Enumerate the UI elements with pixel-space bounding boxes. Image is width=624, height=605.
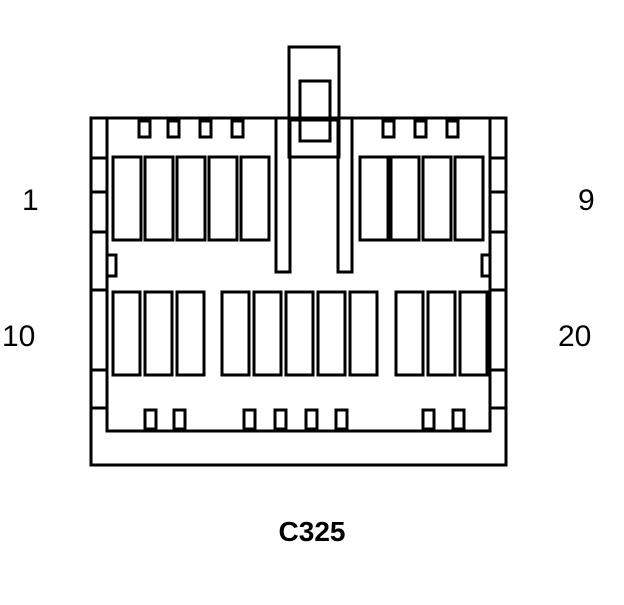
- pin-label-first-bottom: 10: [2, 320, 36, 353]
- latch: [242, 408, 257, 431]
- pin-label-last-top: 9: [578, 184, 595, 217]
- latch: [230, 119, 245, 139]
- pin-cavity: [252, 290, 283, 377]
- latch: [172, 408, 187, 431]
- pin-cavity: [358, 155, 390, 242]
- pin-cavity: [348, 290, 379, 377]
- pin-cavity: [421, 155, 453, 242]
- pin-cavity: [143, 290, 174, 377]
- latch: [143, 408, 158, 431]
- pin-label-first-top: 1: [22, 184, 39, 217]
- latch: [445, 119, 460, 139]
- locking-tab-window: [298, 79, 332, 143]
- housing-wall-ticks: [91, 156, 506, 410]
- pin-cavity: [426, 290, 457, 377]
- latch: [273, 408, 288, 431]
- pin-cavity: [111, 290, 142, 377]
- connector-inner-cavity: [105, 116, 492, 433]
- latch: [304, 408, 319, 431]
- guide-rail-left: [274, 116, 292, 274]
- bottom-latches: [143, 408, 466, 431]
- pin-cavity: [175, 155, 207, 242]
- latch: [413, 119, 428, 139]
- latch: [451, 408, 466, 431]
- pin-cavity: [316, 290, 347, 377]
- pin-cavity: [284, 290, 315, 377]
- connector-id-label: C325: [278, 516, 346, 547]
- bottom-pin-row: [111, 290, 489, 377]
- pin-cavity: [458, 290, 489, 377]
- pin-cavity: [239, 155, 271, 242]
- pin-cavity: [394, 290, 425, 377]
- latch: [166, 119, 181, 139]
- pin-cavity: [220, 290, 251, 377]
- pin-label-last-bottom: 20: [558, 320, 592, 353]
- latch: [198, 119, 213, 139]
- side-notch-right: [480, 253, 492, 278]
- latch: [421, 408, 436, 431]
- guide-rail-right: [336, 116, 354, 274]
- latch: [381, 119, 396, 139]
- side-notch-left: [105, 253, 118, 278]
- top-latches: [137, 119, 460, 139]
- pin-cavity: [143, 155, 175, 242]
- pin-cavity: [111, 155, 143, 242]
- pin-cavity: [207, 155, 239, 242]
- pin-cavity: [175, 290, 206, 377]
- latch: [137, 119, 152, 139]
- pin-cavity: [389, 155, 421, 242]
- locking-tab: [287, 45, 341, 159]
- latch: [334, 408, 349, 431]
- top-pin-row: [111, 155, 485, 242]
- pin-cavity: [453, 155, 485, 242]
